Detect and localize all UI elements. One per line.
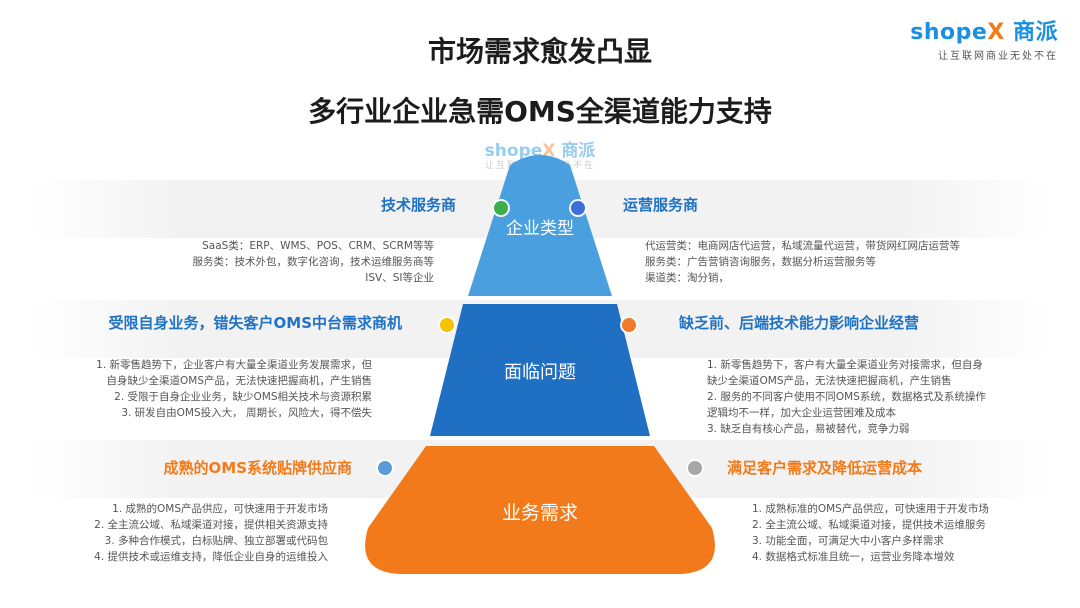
pyramid-bottom-label: 业务需求 (501, 502, 578, 524)
pyramid-bottom-layer (365, 446, 715, 574)
gray-dot (688, 461, 702, 475)
problem-right-desc: 1. 新零售趋势下，客户有大量全渠道业务对接需求，但自身 缺少全渠道OMS产品，… (707, 357, 986, 437)
desc-line: ISV、SI等企业 (365, 272, 434, 284)
desc-line: 4. 提供技术或运维支持，降低企业自身的运维投入 (94, 551, 328, 563)
orange-dot (622, 318, 636, 332)
tech-provider-heading: 技术服务商 (380, 196, 456, 214)
desc-line: 3. 缺乏自有核心产品，易被替代，竞争力弱 (707, 423, 910, 435)
pyramid-top-layer (468, 155, 612, 296)
desc-line: 3. 多种合作模式，白标贴牌、独立部署或代码包 (104, 535, 328, 547)
desc-line: SaaS类：ERP、WMS、POS、CRM、SCRM等等 (202, 240, 434, 252)
desc-line: 服务类：技术外包，数字化咨询，技术运维服务商等 (192, 256, 435, 268)
page-title: 市场需求愈发凸显 (427, 35, 652, 68)
desc-line: 2. 全主流公域、私域渠道对接，提供相关资源支持 (94, 519, 328, 531)
desc-line: 服务类：广告营销咨询服务，数据分析运营服务等 (645, 256, 876, 268)
brand-logo: shopeX 商派 让互联网商业无处不在 (910, 14, 1058, 62)
demand-left-desc: 1. 成熟的OMS产品供应，可快速用于开发市场 2. 全主流公域、私域渠道对接，… (94, 501, 328, 565)
tech-provider-desc: SaaS类：ERP、WMS、POS、CRM、SCRM等等 服务类：技术外包，数字… (193, 238, 435, 286)
problem-right-heading: 缺乏前、后端技术能力影响企业经营 (679, 314, 920, 332)
ops-provider-desc: 代运营类：电商网店代运营，私域流量代运营，带货网红网店运营等 服务类：广告营销咨… (645, 238, 960, 286)
desc-line: 4. 数据格式标准且统一，运营业务降本增效 (752, 551, 955, 563)
desc-line: 渠道类：淘分销， (645, 272, 729, 284)
desc-line: 2. 全主流公域、私域渠道对接，提供技术运维服务 (752, 519, 986, 531)
pyramid-middle-label: 面临问题 (504, 362, 576, 383)
desc-line: 2. 受限于自身企业业务，缺少OMS相关技术与资源积累 (114, 391, 372, 403)
desc-line: 逻辑均不一样，加大企业运营困难及成本 (707, 407, 896, 419)
lightblue-dot (378, 461, 392, 475)
watermark-wordmark: shopeX 商派 (484, 141, 596, 161)
page-subtitle: 多行业企业急需OMS全渠道能力支持 (308, 95, 772, 128)
desc-line: 自身缺少全渠道OMS产品，无法快速把握商机，产生销售 (106, 375, 373, 387)
desc-line: 3. 功能全面，可满足大中小客户多样需求 (752, 535, 944, 547)
yellow-dot (440, 318, 454, 332)
logo-slogan: 让互联网商业无处不在 (938, 51, 1058, 62)
pyramid-top-label: 企业类型 (506, 219, 574, 239)
desc-line: 1. 成熟的OMS产品供应，可快速用于开发市场 (112, 503, 328, 515)
problem-left-heading: 受限自身业务，错失客户OMS中台需求商机 (108, 314, 402, 332)
blue-dot (571, 201, 585, 215)
logo-wordmark: shopeX 商派 (910, 20, 1058, 45)
desc-line: 1. 新零售趋势下，客户有大量全渠道业务对接需求，但自身 (707, 359, 983, 371)
desc-line: 缺少全渠道OMS产品，无法快速把握商机，产生销售 (707, 375, 952, 387)
demand-left-heading: 成熟的OMS系统贴牌供应商 (163, 459, 352, 477)
desc-line: 2. 服务的不同客户使用不同OMS系统，数据格式及系统操作 (707, 391, 986, 403)
ops-provider-heading: 运营服务商 (623, 196, 699, 214)
desc-line: 1. 新零售趋势下，企业客户有大量全渠道业务发展需求，但 (96, 359, 372, 371)
demand-right-heading: 满足客户需求及降低运营成本 (727, 459, 923, 477)
desc-line: 3. 研发自由OMS投入大， 周期长，风险大，得不偿失 (121, 407, 372, 419)
green-dot (494, 201, 508, 215)
problem-left-desc: 1. 新零售趋势下，企业客户有大量全渠道业务发展需求，但 自身缺少全渠道OMS产… (96, 357, 372, 421)
desc-line: 代运营类：电商网店代运营，私域流量代运营，带货网红网店运营等 (645, 240, 960, 252)
desc-line: 1. 成熟标准的OMS产品供应，可快速用于开发市场 (752, 503, 989, 515)
pyramid-middle-layer (430, 304, 650, 436)
demand-right-desc: 1. 成熟标准的OMS产品供应，可快速用于开发市场 2. 全主流公域、私域渠道对… (752, 501, 989, 565)
